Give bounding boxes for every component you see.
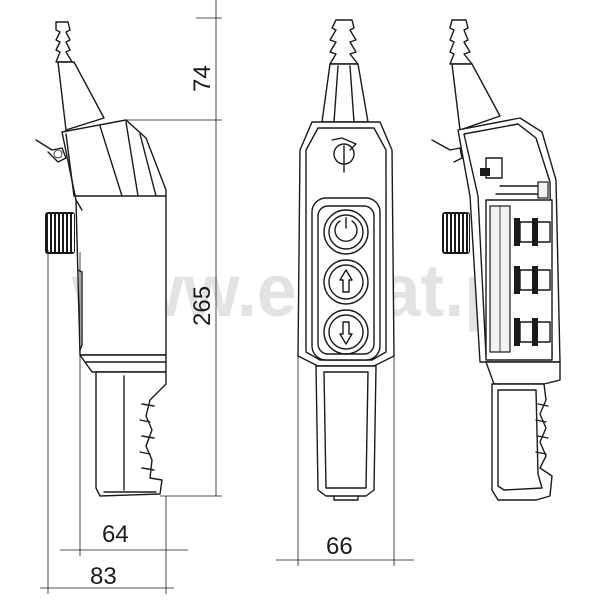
arrow-down-icon	[323, 309, 369, 355]
arrow-up-icon	[323, 259, 369, 305]
cross-section-view	[431, 19, 561, 501]
front-view	[297, 19, 395, 501]
dim-265-label: 265	[189, 286, 216, 326]
dim-74-label: 74	[189, 65, 216, 92]
dim-83-label: 83	[90, 563, 117, 590]
dim-66-label: 66	[326, 533, 353, 560]
side-view	[35, 21, 167, 497]
dimension-lines	[40, 0, 414, 594]
dim-64-label: 64	[102, 521, 129, 548]
rotate-icon	[323, 209, 369, 255]
